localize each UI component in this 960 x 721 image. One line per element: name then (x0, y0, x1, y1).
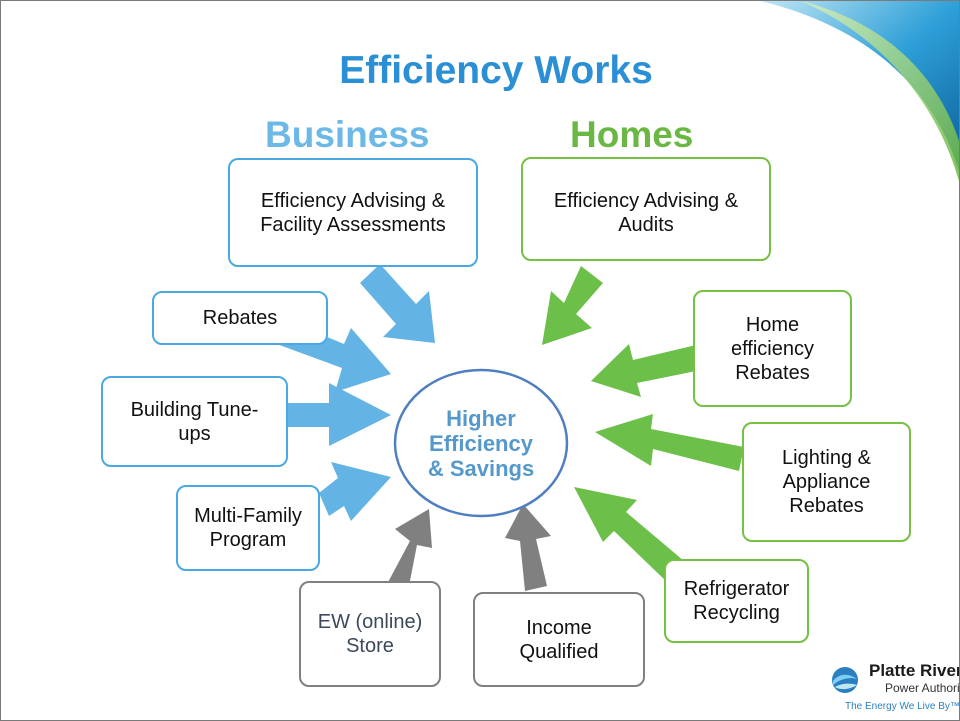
corner-swoosh (761, 1, 959, 171)
platte-river-logo: Platte River Power Authority The Energy … (827, 661, 960, 717)
arrow-ew-store (386, 509, 432, 591)
arrow-home-rebates (591, 344, 696, 397)
arrow-income-qualified (505, 504, 551, 591)
arrow-multi-family (319, 462, 391, 521)
arrow-lighting-appliance (595, 414, 744, 471)
homes-heading: Homes (570, 114, 694, 155)
logo-subtitle: Power Authority (885, 681, 960, 695)
logo-tagline: The Energy We Live By™ (845, 701, 960, 712)
arrow-business-advising (360, 264, 435, 343)
logo-emblem-icon (832, 667, 858, 693)
logo-name: Platte River (869, 661, 960, 680)
center-circle (393, 368, 569, 518)
shared-arrows (386, 504, 551, 591)
slide-title: Efficiency Works (339, 49, 653, 92)
center-label: Higher Efficiency & Savings (427, 405, 535, 481)
box-business-advising: Efficiency Advising & Facility Assessmen… (228, 158, 478, 267)
arrow-homes-advising (542, 266, 603, 345)
corner-swoosh-accent (801, 1, 959, 181)
box-homes-advising: Efficiency Advising & Audits (521, 157, 771, 261)
box-refrigerator-recycling: Refrigerator Recycling (664, 559, 809, 643)
box-business-rebates: Rebates (152, 291, 328, 345)
arrow-building-tuneups (288, 383, 391, 446)
box-ew-store: EW (online) Store (299, 581, 441, 687)
arrow-refrigerator (574, 487, 684, 581)
box-multi-family: Multi-Family Program (176, 485, 320, 571)
box-income-qualified: Income Qualified (473, 592, 645, 687)
homes-arrows (542, 266, 744, 581)
box-home-rebates: Home efficiency Rebates (693, 290, 852, 407)
box-building-tuneups: Building Tune- ups (101, 376, 288, 467)
box-lighting-appliance: Lighting & Appliance Rebates (742, 422, 911, 542)
business-heading: Business (265, 114, 430, 155)
